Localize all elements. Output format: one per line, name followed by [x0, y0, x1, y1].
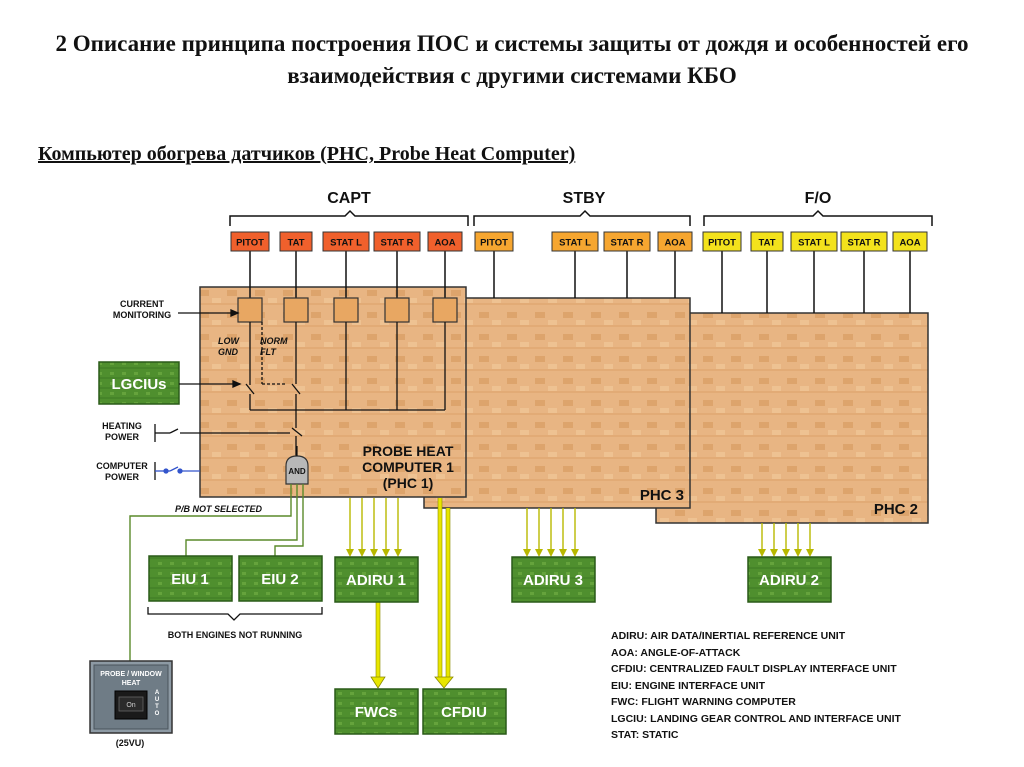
- group-brackets: [229, 209, 933, 226]
- group-label-fo: F/O: [805, 190, 832, 207]
- legend-item: STAT: STATIC: [611, 729, 679, 741]
- lgcius-unit: LGCIUs: [98, 361, 180, 405]
- panel-title-2: HEAT: [122, 680, 141, 687]
- lgcius-wire: [179, 380, 242, 388]
- adiru-2-label: ADIRU 2: [759, 572, 819, 589]
- probe-capt-aoa: AOA: [427, 231, 463, 252]
- probe-label: PITOT: [708, 238, 736, 249]
- heating-power-label-2: POWER: [105, 432, 140, 442]
- probe-fo-stat-l: STAT L: [790, 231, 838, 252]
- legend-item: CFDIU: CENTRALIZED FAULT DISPLAY INTERFA…: [611, 663, 897, 675]
- probe-fo-stat-r: STAT R: [840, 231, 888, 252]
- low-gnd-label-1: LOW: [218, 336, 240, 346]
- legend-item: LGCIU: LANDING GEAR CONTROL AND INTERFAC…: [611, 713, 901, 725]
- phc-3-label: PHC 3: [640, 487, 684, 504]
- probe-window-heat-button[interactable]: On: [114, 690, 148, 720]
- probe-capt-pitot: PITOT: [230, 231, 270, 252]
- low-gnd-label-2: GND: [218, 347, 239, 357]
- current-monitoring-boxes: [237, 297, 458, 323]
- cfdiu-label: CFDIU: [441, 704, 487, 721]
- probe-lines: [249, 251, 911, 313]
- probe-label: AOA: [899, 238, 920, 249]
- probe-label: STAT L: [798, 238, 830, 249]
- norm-flt-label-2: FLT: [260, 347, 277, 357]
- eiu-1-unit: EIU 1: [148, 555, 233, 602]
- probe-capt-stat-r: STAT R: [373, 231, 421, 252]
- adiru-1-label: ADIRU 1: [346, 572, 406, 589]
- probe-label: STAT L: [330, 238, 362, 249]
- probe-label: STAT R: [848, 238, 881, 249]
- fwcs-unit: FWCs: [334, 688, 419, 735]
- legend-item: FWC: FLIGHT WARNING COMPUTER: [611, 696, 796, 708]
- probe-label: STAT R: [611, 238, 644, 249]
- phc-2-label: PHC 2: [874, 501, 918, 518]
- phc-3-board: PHC 3: [423, 297, 691, 509]
- pb-wiring: [129, 484, 304, 664]
- lgcius-label: LGCIUs: [111, 376, 166, 393]
- computer-power-label-1: COMPUTER: [96, 461, 148, 471]
- probe-label: PITOT: [480, 238, 508, 249]
- phc-1-internal-wiring: [178, 309, 446, 460]
- probe-label: PITOT: [236, 238, 264, 249]
- probe-label: AOA: [434, 238, 455, 249]
- phc-1-label-line2: COMPUTER 1: [362, 459, 454, 475]
- adiru-3-label: ADIRU 3: [523, 572, 583, 589]
- cfdiu-fwc-arrows: [370, 676, 454, 689]
- panel-caption: (25VU): [116, 738, 145, 748]
- phc-1-label-line1: PROBE HEAT: [363, 443, 454, 459]
- probe-label: STAT L: [559, 238, 591, 249]
- eiu-1-label: EIU 1: [171, 571, 209, 588]
- phc-1-label-line3: (PHC 1): [383, 475, 434, 491]
- legend-item: ADIRU: AIR DATA/INERTIAL REFERENCE UNIT: [611, 630, 846, 642]
- eiu-2-unit: EIU 2: [238, 555, 323, 602]
- probe-fo-pitot: PITOT: [702, 231, 742, 252]
- probe-stby-stat-r: STAT R: [603, 231, 651, 252]
- group-label-capt: CAPT: [327, 190, 371, 207]
- probe-label: STAT R: [381, 238, 414, 249]
- computer-power-wire: [154, 462, 200, 480]
- group-label-stby: STBY: [563, 190, 606, 207]
- both-engines-label: BOTH ENGINES NOT RUNNING: [168, 630, 303, 640]
- probe-stby-aoa: AOA: [657, 231, 693, 252]
- eiu-2-label: EIU 2: [261, 571, 299, 588]
- heating-power-wire: [154, 424, 290, 442]
- probe-label: AOA: [664, 238, 685, 249]
- legend: ADIRU: AIR DATA/INERTIAL REFERENCE UNIT …: [611, 630, 901, 741]
- adiru-1-unit: ADIRU 1: [334, 556, 419, 603]
- norm-flt-label-1: NORM: [260, 336, 288, 346]
- probe-label: TAT: [758, 238, 775, 249]
- eiu-bracket: [147, 607, 323, 621]
- output-buses: [349, 498, 811, 553]
- fwcs-label: FWCs: [355, 704, 398, 721]
- phc-2-board: PHC 2: [655, 312, 929, 524]
- probe-fo-tat: TAT: [750, 231, 784, 252]
- adiru-3-unit: ADIRU 3: [511, 556, 596, 603]
- cfdiu-unit: CFDIU: [422, 688, 507, 735]
- probe-label: TAT: [287, 238, 304, 249]
- and-gate: AND: [285, 446, 309, 485]
- probe-capt-tat: TAT: [279, 231, 313, 252]
- pb-not-selected-label: P/B NOT SELECTED: [175, 504, 263, 514]
- slide-title: 2 Описание принципа построения ПОС и сис…: [55, 31, 969, 88]
- adiru-2-unit: ADIRU 2: [747, 556, 832, 603]
- probe-capt-stat-l: STAT L: [322, 231, 370, 252]
- probe-stby-pitot: PITOT: [474, 231, 514, 252]
- output-bus-arrows: [346, 549, 814, 557]
- slide-subtitle: Компьютер обогрева датчиков (PHC, Probe …: [38, 143, 576, 165]
- panel-button-label: On: [126, 702, 135, 709]
- legend-item: AOA: ANGLE-OF-ATTACK: [611, 647, 741, 659]
- panel-title-1: PROBE / WINDOW: [100, 671, 162, 678]
- cfdiu-fwc-bus-outline: [375, 498, 451, 680]
- current-monitoring-label-2: MONITORING: [113, 310, 171, 320]
- and-gate-label: AND: [288, 467, 306, 476]
- heating-power-label-1: HEATING: [102, 421, 142, 431]
- current-monitoring-label-1: CURRENT: [120, 299, 165, 309]
- legend-item: EIU: ENGINE INTERFACE UNIT: [611, 680, 766, 692]
- computer-power-label-2: POWER: [105, 472, 140, 482]
- probe-stby-stat-l: STAT L: [551, 231, 599, 252]
- cfdiu-fwc-buses: [376, 498, 450, 680]
- probe-fo-aoa: AOA: [892, 231, 928, 252]
